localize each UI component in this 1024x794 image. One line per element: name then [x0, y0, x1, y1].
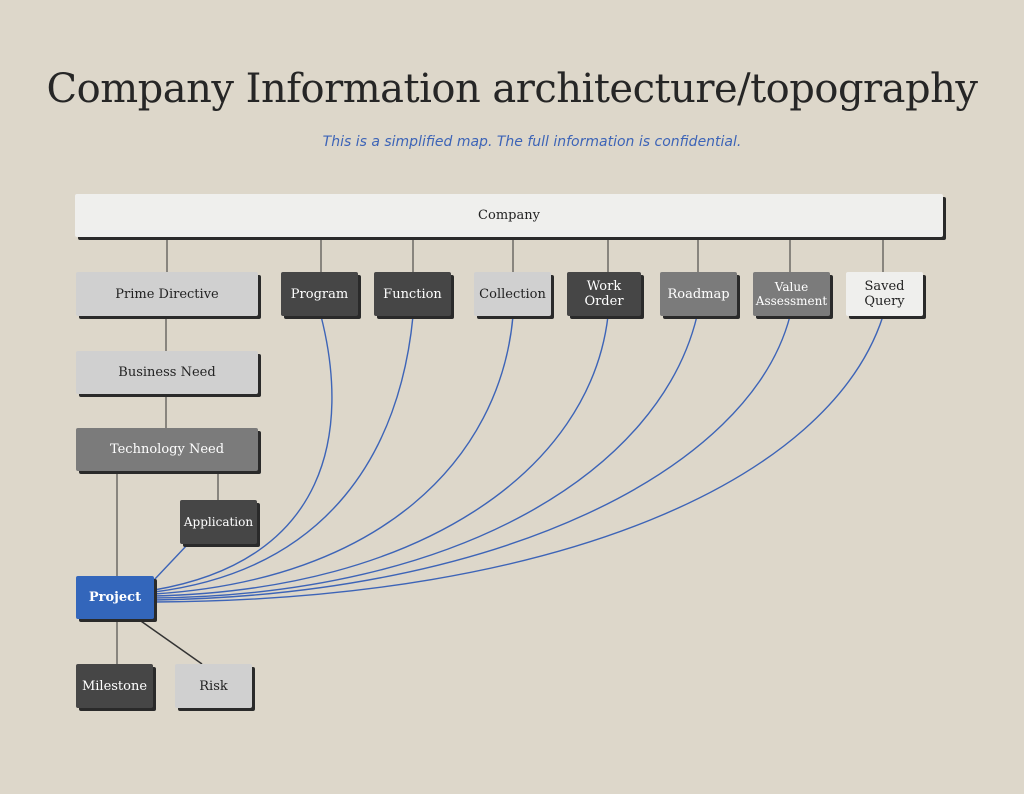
node-collection[interactable]: Collection	[474, 272, 551, 316]
node-label: Work Order	[584, 279, 624, 309]
node-label: Function	[383, 286, 442, 302]
node-work-order[interactable]: Work Order	[567, 272, 641, 316]
link-work-order-project	[153, 315, 609, 597]
node-function[interactable]: Function	[374, 272, 451, 316]
node-label: Risk	[199, 678, 228, 694]
node-prime-directive[interactable]: Prime Directive	[76, 272, 258, 316]
node-label: Application	[183, 514, 254, 529]
link-program-project	[153, 315, 333, 591]
link-function-project	[153, 315, 414, 593]
node-label: Technology Need	[109, 442, 225, 457]
node-label: Value Assessment	[755, 280, 828, 308]
node-label: Project	[88, 590, 142, 605]
link-application-project	[153, 543, 189, 581]
node-application[interactable]: Application	[180, 500, 257, 544]
node-label: Prime Directive	[115, 286, 219, 302]
node-label: Saved Query	[864, 279, 905, 309]
link-roadmap-project	[153, 315, 698, 599]
node-saved-query[interactable]: Saved Query	[846, 272, 923, 316]
link-collection-project	[153, 315, 514, 595]
node-label: Company	[478, 208, 540, 223]
node-company[interactable]: Company	[75, 194, 943, 237]
diagram-subtitle: This is a simplified map. The full infor…	[322, 134, 742, 150]
node-milestone[interactable]: Milestone	[76, 664, 153, 708]
node-project[interactable]: Project	[76, 576, 154, 619]
node-label: Program	[290, 286, 349, 302]
node-label: Milestone	[81, 678, 148, 694]
node-technology-need[interactable]: Technology Need	[76, 428, 258, 471]
node-roadmap[interactable]: Roadmap	[660, 272, 737, 316]
node-label: Business Need	[118, 365, 216, 380]
node-label: Collection	[479, 286, 546, 302]
node-value-assessment[interactable]: Value Assessment	[753, 272, 830, 316]
diagram-title: Company Information architecture/topogra…	[46, 66, 978, 112]
link-saved-query-project	[153, 315, 884, 603]
node-label: Roadmap	[667, 286, 730, 302]
node-business-need[interactable]: Business Need	[76, 351, 258, 394]
node-risk[interactable]: Risk	[175, 664, 252, 708]
connector-project-risk	[137, 618, 203, 665]
node-program[interactable]: Program	[281, 272, 358, 316]
link-value-assessment-project	[153, 315, 791, 601]
